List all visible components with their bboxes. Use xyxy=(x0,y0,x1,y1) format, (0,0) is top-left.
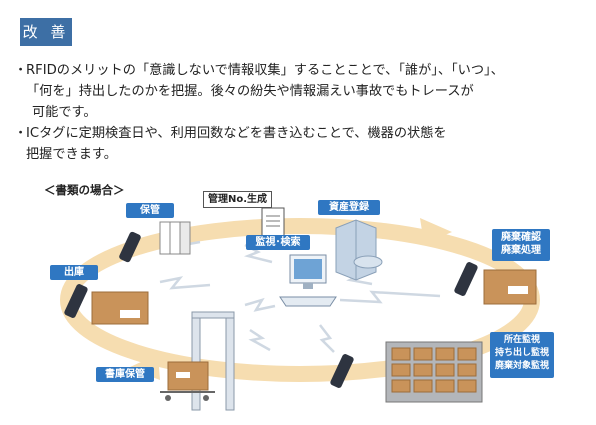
signal-waves xyxy=(159,233,441,353)
disposal-line-2: 廃棄処理 xyxy=(501,245,541,256)
computer-icon xyxy=(279,254,337,307)
cart-boxes-icon xyxy=(160,361,215,401)
location-monitor-line-3: 廃棄対象監視 xyxy=(494,361,549,371)
archive-storage-label: 書庫保管 xyxy=(96,367,154,382)
workflow-diagram xyxy=(60,207,540,411)
bullet-2-line-2: 把握できます。 xyxy=(26,147,117,162)
bullet-item-2: ・ ICタグに定期検査日や、利用回数などを書き込むことで、機器の状態を 把握でき… xyxy=(14,123,584,165)
section-heading: 改 善 xyxy=(20,18,72,46)
diagram-caption: ＜書類の場合＞ xyxy=(44,183,125,197)
storage-label-text: 保管 xyxy=(140,205,160,216)
archive-storage-text: 書庫保管 xyxy=(105,369,145,380)
bullet-list: ・ RFIDのメリットの「意識しないで情報収集」することことで、「誰が」、「いつ… xyxy=(14,60,584,165)
disposal-label: 廃棄確認 廃棄処理 xyxy=(492,229,550,261)
bullet-2-line-1: ICタグに定期検査日や、利用回数などを書き込むことで、機器の状態を xyxy=(26,126,447,141)
box-icon xyxy=(91,269,537,325)
bullet-1-line-1: RFIDのメリットの「意識しないで情報収集」することことで、「誰が」、「いつ」、 xyxy=(26,63,504,78)
asset-registration-label: 資産登録 xyxy=(318,200,380,215)
storage-label: 保管 xyxy=(126,203,174,218)
bullet-item-1: ・ RFIDのメリットの「意識しないで情報収集」することことで、「誰が」、「いつ… xyxy=(14,60,584,123)
bullet-1-line-2: 「何を」持出したのかを把握。後々の紛失や情報漏えい事故でもトレースが xyxy=(26,84,474,99)
bullet-marker: ・ xyxy=(14,126,28,141)
bullet-marker: ・ xyxy=(14,63,28,78)
storage-shelf-icon xyxy=(385,341,483,403)
rfid-gate-icon xyxy=(191,311,235,411)
binder-icon xyxy=(159,221,191,255)
server-icon xyxy=(335,219,383,281)
dispatch-label: 出庫 xyxy=(50,265,98,280)
monitor-search-text: 監視･検索 xyxy=(255,237,301,248)
bullet-1-line-3: 可能です。 xyxy=(32,105,97,120)
location-monitor-label: 所在監視 持ち出し監視 廃棄対象監視 xyxy=(490,332,554,378)
scanner-icon xyxy=(64,231,478,388)
disposal-line-1: 廃棄確認 xyxy=(501,232,541,243)
location-monitor-line-2: 持ち出し監視 xyxy=(494,348,549,358)
asset-registration-text: 資産登録 xyxy=(329,202,369,213)
management-no-label: 管理No.生成 xyxy=(203,191,273,208)
dispatch-text: 出庫 xyxy=(64,267,84,278)
location-monitor-line-1: 所在監視 xyxy=(503,335,540,345)
monitor-search-label: 監視･検索 xyxy=(246,235,310,250)
document-icon xyxy=(261,207,285,237)
